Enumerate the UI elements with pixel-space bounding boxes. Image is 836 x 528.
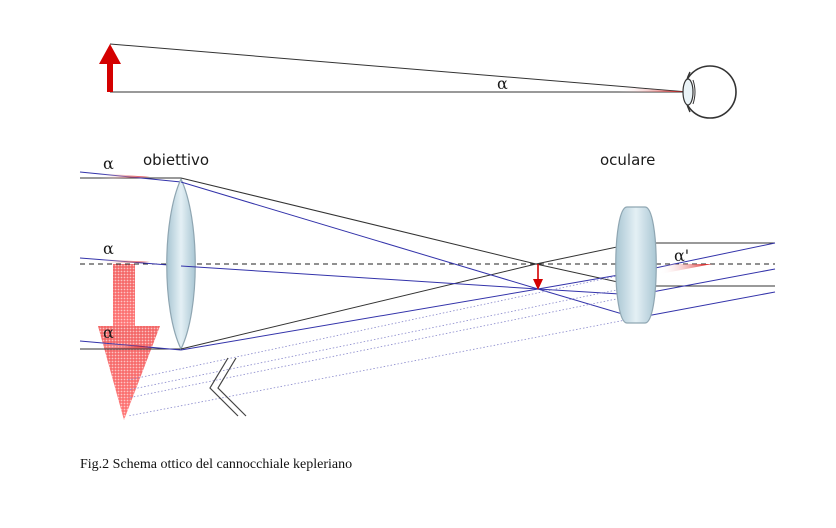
eyepiece-label: oculare bbox=[600, 151, 655, 169]
refracted-blue-top bbox=[180, 181, 539, 290]
telescope-schematic: α α α obiettivo oculare α' bbox=[79, 151, 776, 420]
objective-lens bbox=[166, 177, 196, 351]
alpha-wedge-2 bbox=[100, 259, 150, 264]
exit-blue-bottom bbox=[635, 291, 776, 319]
object-arrow-icon bbox=[99, 44, 121, 92]
break-marker-icon bbox=[209, 357, 247, 417]
figure-caption: Fig.2 Schema ottico del cannocchiale kep… bbox=[80, 457, 353, 472]
eye-icon bbox=[682, 65, 737, 119]
top-naked-eye-view: α bbox=[99, 43, 737, 119]
refracted-black-top bbox=[180, 177, 537, 265]
exit-blue-mid bbox=[635, 268, 776, 296]
objective-label: obiettivo bbox=[143, 151, 209, 169]
intermediate-image-arrow-icon bbox=[533, 264, 543, 290]
alpha-prime-wedge bbox=[660, 264, 712, 274]
alpha-wedge-1 bbox=[100, 173, 150, 179]
top-angle-wedge bbox=[618, 87, 688, 92]
alpha-wedge-3 bbox=[100, 343, 150, 349]
top-ray-oblique bbox=[109, 43, 689, 93]
exit-blue-top bbox=[635, 242, 776, 273]
blue-top-to-eyepiece bbox=[537, 288, 637, 319]
refracted-black-bottom bbox=[180, 263, 537, 350]
refracted-blue-mid bbox=[180, 265, 539, 290]
alpha-label-1: α bbox=[103, 154, 114, 173]
refracted-blue-bottom bbox=[180, 288, 539, 351]
alpha-label-3: α bbox=[103, 323, 114, 342]
eyepiece-lens bbox=[615, 206, 657, 324]
virtual-image-arrow-icon bbox=[98, 264, 160, 420]
virtual-back-projections bbox=[127, 271, 637, 417]
alpha-prime-label: α' bbox=[674, 246, 689, 265]
top-alpha-label: α bbox=[497, 74, 508, 93]
alpha-label-2: α bbox=[103, 239, 114, 258]
